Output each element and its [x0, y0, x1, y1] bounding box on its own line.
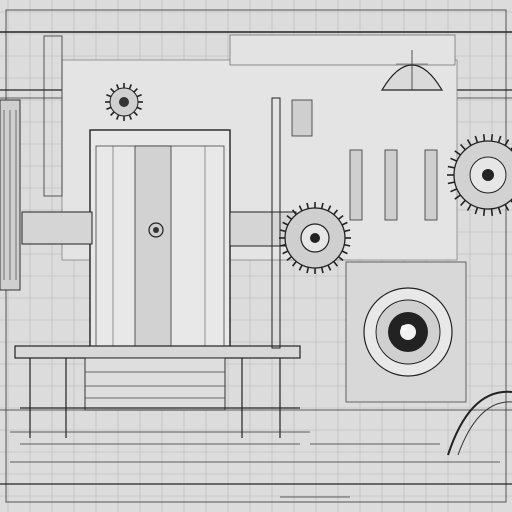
gear-icon: [447, 134, 512, 216]
left-pillar: [43, 35, 63, 197]
header-panel: [229, 34, 456, 66]
gear-icon: [105, 83, 143, 121]
lens-icon: [345, 261, 467, 403]
dome-icon: [380, 50, 444, 91]
dimension-lines: [10, 443, 500, 498]
base-platform: [10, 345, 310, 438]
pipe-left: [21, 211, 93, 245]
arch-icon: [447, 390, 512, 456]
gear-icon: [279, 202, 351, 274]
right-post: [271, 97, 281, 349]
left-column-detail: [3, 110, 17, 280]
cylinder-icon: [89, 129, 231, 351]
vertical-bars: [291, 99, 438, 221]
